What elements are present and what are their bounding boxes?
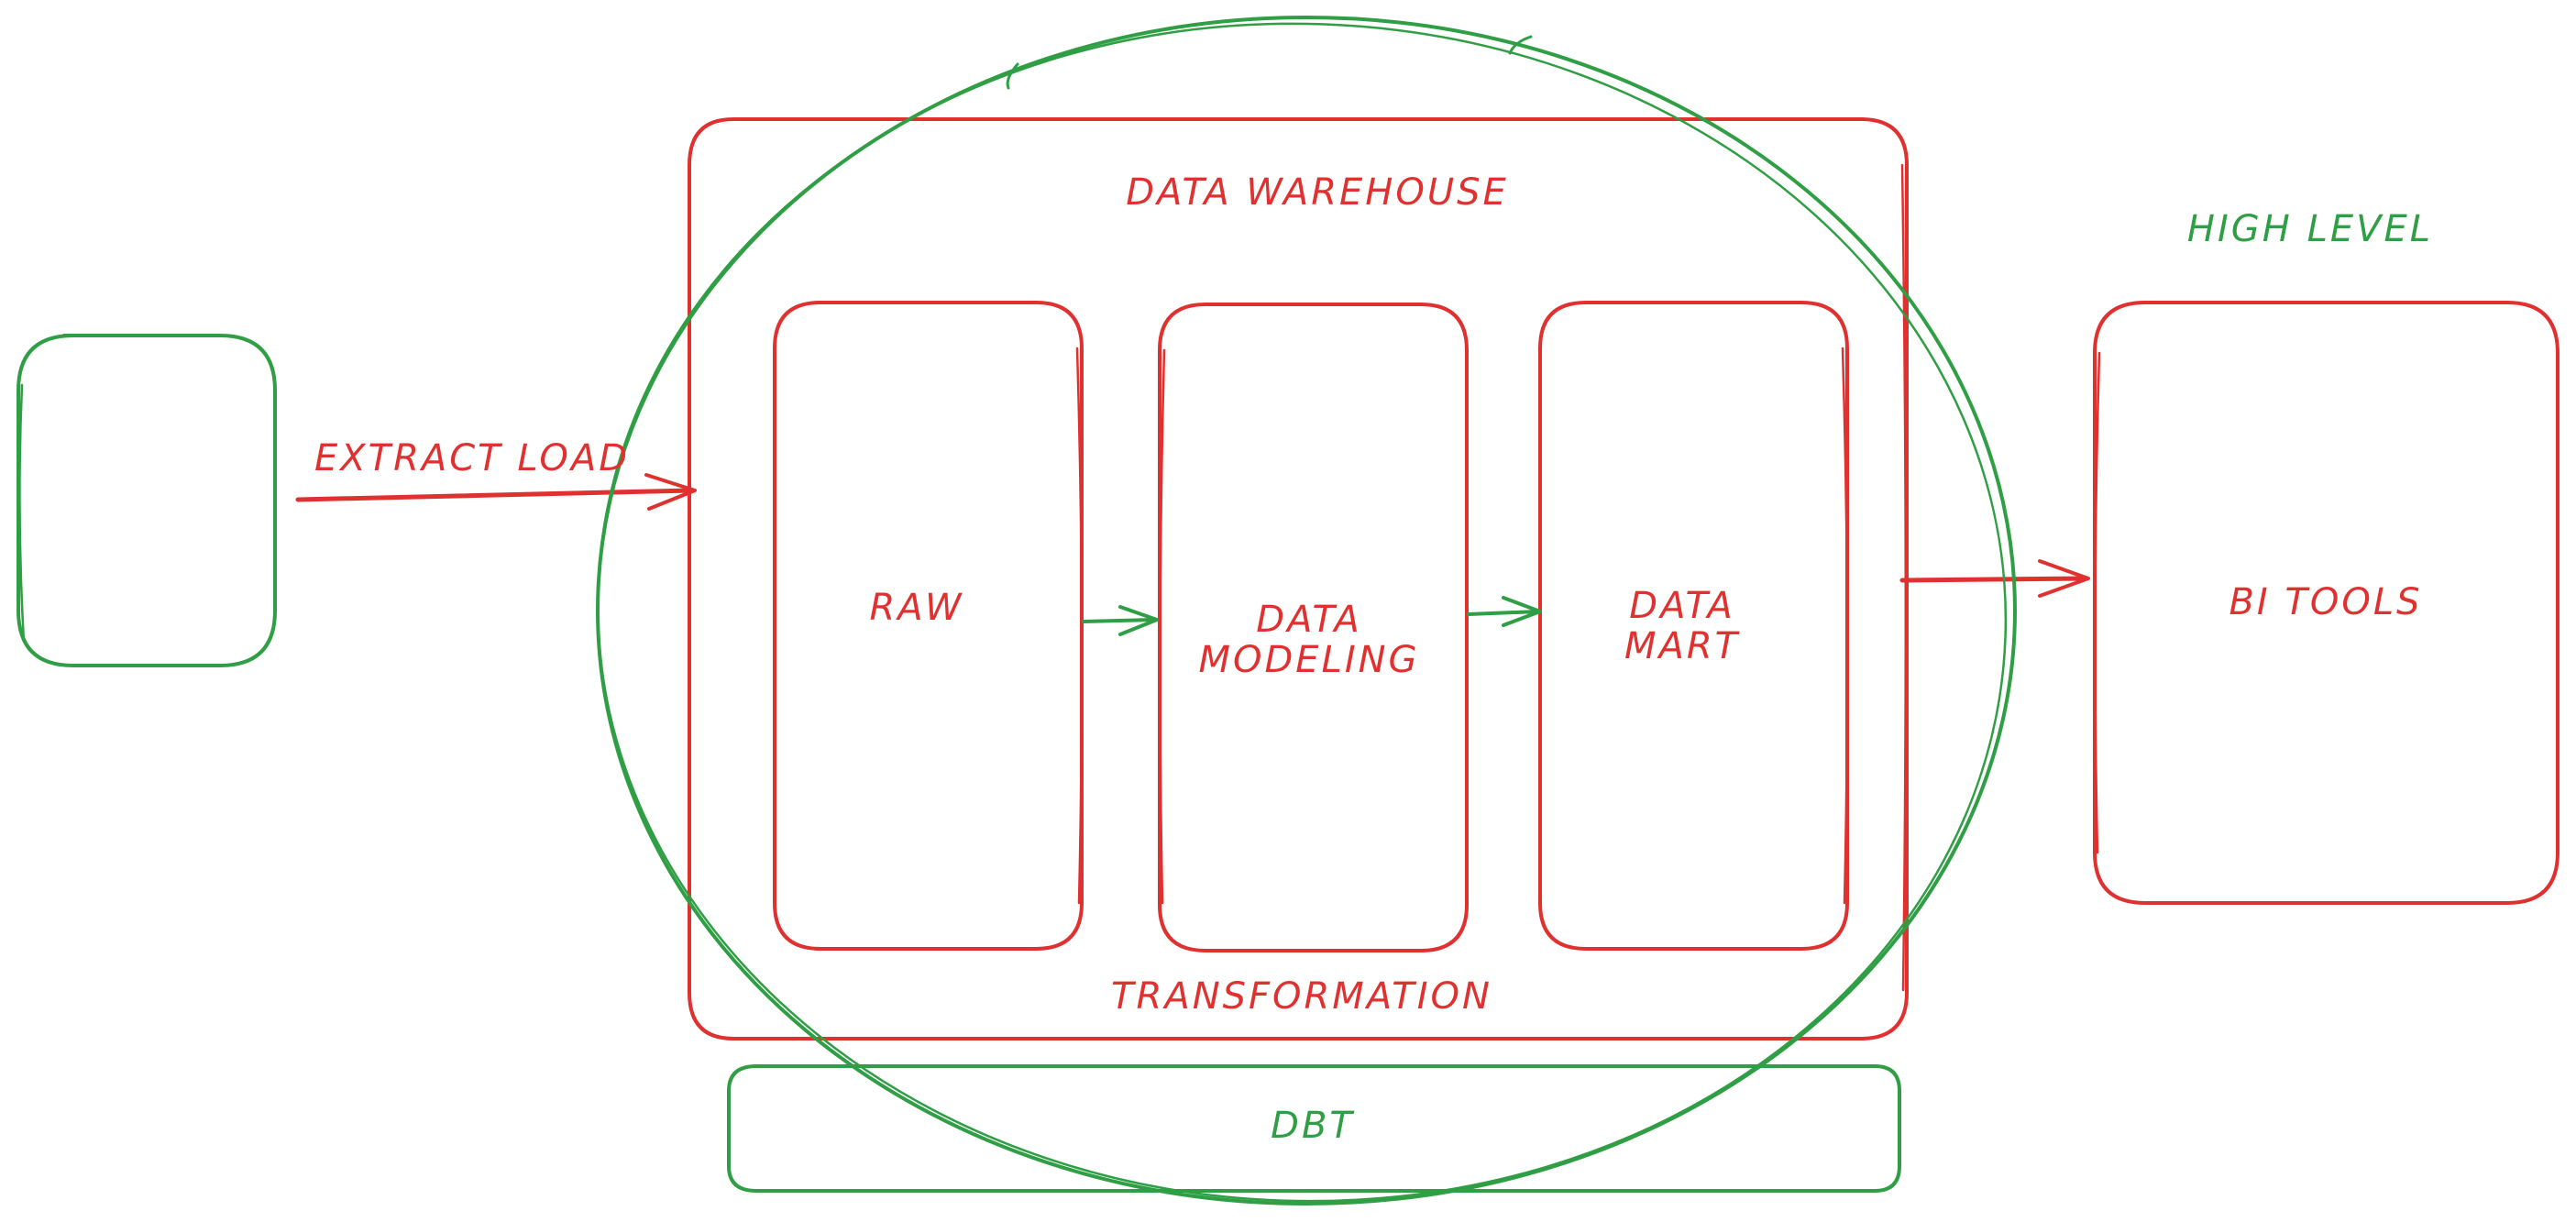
data-warehouse-label: DATA WAREHOUSE — [1126, 171, 1509, 214]
modeling-to-mart-arrowhead — [1502, 596, 1542, 627]
source-box — [17, 334, 277, 667]
raw-label: RAW — [869, 587, 964, 629]
bi-tools-label: BI TOOLS — [2229, 581, 2423, 623]
data-mart-box — [1538, 301, 1849, 951]
raw-box — [773, 301, 1084, 951]
modeling-to-mart-arrow — [1467, 610, 1540, 616]
raw-to-modeling-arrow — [1082, 618, 1157, 623]
high-level-label: HIGH LEVEL — [2186, 208, 2434, 250]
source-box-sketch — [18, 383, 26, 644]
data-modeling-label: DATA MODELING — [1198, 599, 1420, 681]
data-mart-label: DATA MART — [1624, 585, 1741, 667]
dbt-label: DBT — [1271, 1105, 1355, 1147]
data-warehouse-box — [688, 117, 1909, 1040]
bi-tools-box-sketch — [2094, 351, 2101, 854]
ellipse-tick-right — [1508, 35, 1533, 55]
extract-load-label: EXTRACT LOAD — [314, 437, 631, 479]
extract-load-arrow — [295, 488, 695, 502]
ellipse-tick-left — [1006, 62, 1019, 90]
transformation-label: TRANSFORMATION — [1111, 975, 1492, 1018]
raw-box-sketch — [1075, 347, 1084, 905]
warehouse-to-bi-arrowhead — [2038, 559, 2090, 598]
dbt-box — [727, 1064, 1901, 1193]
data-modeling-box-sketch — [1159, 348, 1166, 905]
dbt-scope-ellipse-sketch — [596, 22, 2008, 1203]
bi-tools-box — [2093, 301, 2559, 905]
extract-load-arrowhead — [644, 473, 697, 511]
warehouse-to-bi-arrow — [1899, 576, 2088, 583]
data-mart-box-sketch — [1841, 347, 1849, 905]
data-modeling-box — [1158, 303, 1469, 952]
raw-to-modeling-arrowhead — [1118, 605, 1159, 636]
